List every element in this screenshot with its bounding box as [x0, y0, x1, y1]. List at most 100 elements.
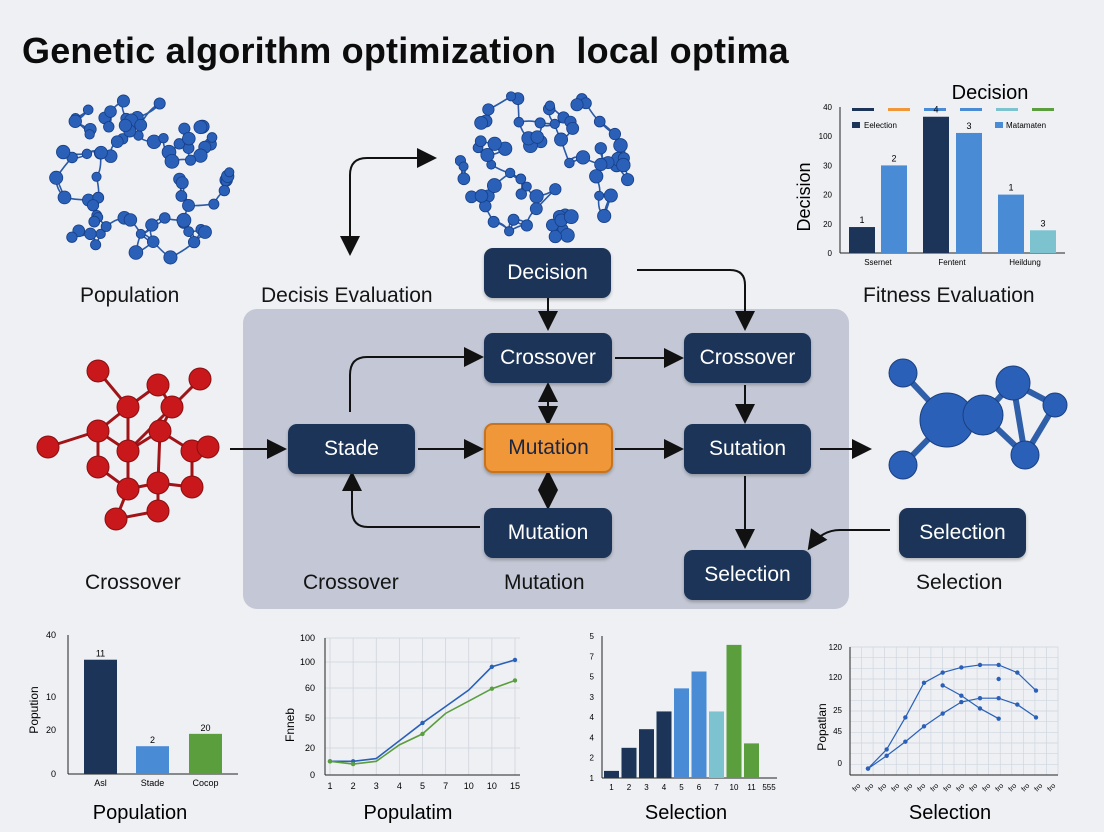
- data-point: [1015, 670, 1020, 675]
- bar: [84, 659, 117, 774]
- data-label: 2: [891, 153, 896, 163]
- y-tick-label: 7: [590, 652, 595, 661]
- page-title: Genetic algorithm optimization local opt…: [22, 30, 789, 71]
- mutation-bottom-node[interactable]: Mutation: [484, 508, 612, 558]
- data-label: 3: [1040, 218, 1045, 228]
- x-tick-label: 1: [609, 783, 614, 792]
- x-tick-label: fro: [1034, 783, 1045, 794]
- crossover-molecule-image: [36, 359, 220, 531]
- x-tick-label: fro: [943, 783, 954, 794]
- mutation-center-node[interactable]: Mutation: [484, 423, 613, 473]
- x-tick-label: fro: [930, 783, 941, 794]
- bar: [1030, 230, 1056, 253]
- y-tick-label: 100: [819, 132, 833, 141]
- series-line: [942, 684, 999, 720]
- caption-population: Population: [80, 284, 180, 307]
- x-tick-label: 3: [644, 783, 649, 792]
- data-point: [1033, 715, 1039, 720]
- y-tick-label: 2: [590, 754, 595, 763]
- x-tick-label: 5: [679, 783, 684, 792]
- selection-molecule-image: [888, 358, 1068, 480]
- data-point: [959, 699, 964, 705]
- stade-node[interactable]: Stade: [288, 424, 415, 474]
- x-tick-label: Ssernet: [864, 258, 892, 267]
- data-point: [512, 657, 518, 663]
- legend-swatch: [960, 108, 982, 111]
- bar: [656, 711, 672, 778]
- x-tick-label: Stade: [141, 778, 165, 788]
- legend-swatch: [996, 108, 1018, 111]
- data-point: [865, 766, 871, 771]
- chart-ylabel: Decision: [794, 162, 814, 231]
- chart-caption: Selection: [645, 802, 727, 824]
- caption-evaluation: Decisis Evaluation: [261, 284, 433, 307]
- x-tick-label: fro: [1047, 783, 1058, 794]
- bar: [956, 132, 982, 253]
- caption-crossover-mid: Crossover: [303, 571, 399, 594]
- bar: [744, 743, 759, 778]
- y-tick-label: 20: [305, 743, 315, 753]
- legend-label: Matamaten: [1006, 121, 1046, 130]
- sutation-node[interactable]: Sutation: [684, 424, 811, 474]
- y-tick-label: 3: [590, 693, 595, 702]
- decision-node[interactable]: Decision: [484, 248, 611, 298]
- x-tick-label: fro: [1021, 783, 1032, 794]
- data-point: [996, 696, 1001, 701]
- x-tick-label: 5: [420, 781, 425, 791]
- data-point: [512, 678, 518, 683]
- y-tick-label: 30: [823, 161, 832, 170]
- data-point: [940, 711, 945, 716]
- x-tick-label: 2: [351, 781, 356, 791]
- data-point: [996, 716, 1001, 721]
- y-tick-label: 25: [833, 706, 842, 715]
- selection-right-node[interactable]: Selection: [899, 508, 1026, 558]
- series-line: [867, 697, 1037, 770]
- data-point: [921, 680, 927, 686]
- crossover-node-2[interactable]: Crossover: [684, 333, 811, 383]
- y-tick-label: 10: [46, 692, 56, 702]
- x-tick-label: 6: [697, 783, 702, 792]
- y-tick-label: 0: [828, 249, 833, 258]
- bar: [998, 194, 1024, 253]
- data-point: [489, 686, 495, 691]
- bar: [639, 729, 654, 778]
- bar: [726, 644, 742, 778]
- x-tick-label: 1: [327, 781, 332, 791]
- x-tick-label: Heildung: [1009, 258, 1041, 267]
- chart-ylabel: Popution: [27, 686, 41, 733]
- y-tick-label: 50: [305, 713, 315, 723]
- data-point: [1015, 702, 1020, 707]
- legend-swatch: [924, 108, 946, 111]
- x-tick-label: 10: [464, 781, 474, 791]
- selection-center-node[interactable]: Selection: [684, 550, 811, 600]
- y-tick-label: 120: [829, 673, 843, 682]
- y-tick-label: 0: [838, 759, 843, 768]
- x-tick-label: 7: [714, 783, 719, 792]
- chart-ylabel: Popatlan: [815, 703, 829, 750]
- x-tick-label: Asl: [94, 778, 107, 788]
- y-tick-label: 5: [590, 632, 595, 641]
- series-line: [867, 664, 1037, 770]
- data-point: [1033, 688, 1039, 693]
- x-tick-label: 7: [443, 781, 448, 791]
- x-tick-label: fro: [904, 783, 915, 794]
- y-tick-label: 20: [823, 191, 832, 200]
- data-label: 3: [966, 121, 971, 131]
- population-molecule-image: [49, 94, 235, 265]
- crossover-node-1[interactable]: Crossover: [484, 333, 612, 383]
- caption-selection-right: Selection: [916, 571, 1003, 594]
- data-point: [903, 715, 908, 720]
- y-tick-label: 40: [46, 630, 56, 640]
- data-point: [940, 670, 945, 675]
- legend-swatch: [852, 108, 874, 111]
- legend-label: Eelection: [864, 121, 897, 130]
- x-tick-label: 11: [747, 783, 756, 792]
- x-tick-label: 2: [627, 783, 632, 792]
- chart-caption: Populatim: [364, 802, 453, 824]
- data-point: [977, 706, 983, 711]
- y-tick-label: 20: [46, 725, 56, 735]
- data-label: 1: [1008, 183, 1013, 193]
- data-point: [959, 665, 964, 670]
